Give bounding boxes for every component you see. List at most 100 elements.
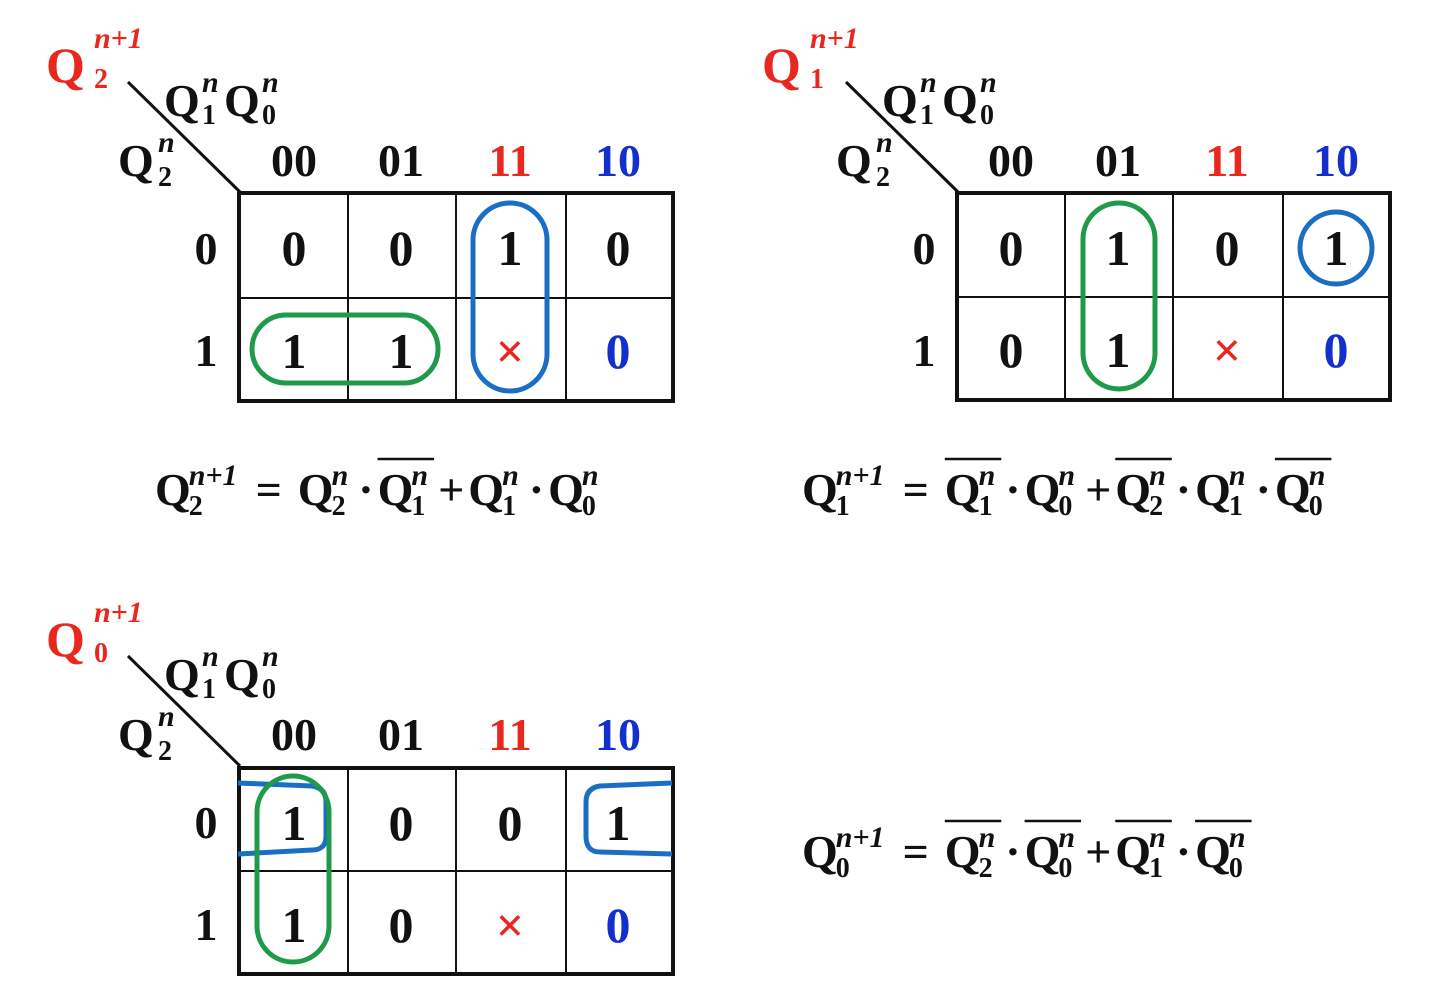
eq-var-base: Q: [548, 464, 584, 515]
row-header-1: 1: [913, 325, 936, 376]
eq-var-sub: 1: [1149, 853, 1163, 884]
cell-r1-c1: 1: [389, 323, 414, 379]
eq-dot: ·: [1176, 464, 1191, 515]
kmap-output-sup: n+1: [94, 22, 143, 55]
eq-plus: +: [1085, 826, 1111, 877]
kmap-q2: Q n+1 2 Q n 1 Q n 0 Q n 2 00 01 11 10 0 …: [46, 22, 675, 403]
eq-plus: +: [438, 464, 464, 515]
eq-var-base: Q: [1115, 464, 1151, 515]
kmap-diagonal: [126, 654, 242, 768]
row-header-1: 1: [195, 325, 218, 376]
eq-plus: +: [1085, 464, 1111, 515]
col-var-b-sub: 0: [980, 100, 994, 131]
cell-r1-c1: 0: [389, 897, 414, 953]
eq-var-base: Q: [802, 464, 838, 515]
cell-r0-c2: 0: [1215, 220, 1240, 276]
eq-var-base: Q: [945, 464, 981, 515]
cell-r1-c0: 0: [999, 322, 1024, 378]
col-var-a-sup: n: [920, 66, 937, 99]
row-header-1: 1: [195, 899, 218, 950]
col-var-a-sub: 1: [202, 100, 216, 131]
col-var-a-sup: n: [202, 66, 219, 99]
cell-r1-c2: ×: [496, 323, 525, 379]
col-header-01: 01: [1095, 135, 1141, 186]
eq-var-sub: 2: [1149, 491, 1163, 522]
col-var-b-sub: 0: [262, 100, 276, 131]
eq-var-base: Q: [1115, 826, 1151, 877]
col-var-b-base: Q: [224, 649, 260, 700]
kmap-output-base: Q: [762, 37, 801, 93]
col-header-00: 00: [988, 135, 1034, 186]
cell-r0-c0: 1: [282, 795, 307, 851]
col-var-b-sup: n: [262, 66, 279, 99]
eq-equals: =: [903, 464, 929, 515]
cell-r0-c3: 1: [1324, 220, 1349, 276]
eq-var-base: Q: [378, 464, 414, 515]
eq-var-sup: n: [502, 459, 519, 492]
cell-r1-c2: ×: [496, 897, 525, 953]
col-var-a-base: Q: [164, 75, 200, 126]
eq-dot: ·: [1005, 826, 1020, 877]
row-var-sup: n: [876, 126, 893, 159]
kmap-q0: Q n+1 0 Q n 1 Q n 0 Q n 2 00 01 11 10 0 …: [46, 596, 675, 976]
eq-var-sub: 0: [836, 853, 850, 884]
eq-var-sup: n: [1058, 821, 1075, 854]
eq-var-sup: n: [1229, 821, 1246, 854]
loop-blue: [1297, 209, 1375, 287]
equation-q0: Qn+10=Qn2·Qn0+Qn1·Qn0: [802, 819, 1252, 884]
col-var-b-sup: n: [980, 66, 997, 99]
kmap-output-sup: n+1: [94, 596, 143, 629]
cell-r1-c1: 1: [1106, 322, 1131, 378]
eq-var-sub: 0: [582, 491, 596, 522]
row-header-0: 0: [913, 223, 936, 274]
cell-r1-c2: ×: [1213, 322, 1242, 378]
eq-var-sub: 2: [979, 853, 993, 884]
row-var-base: Q: [118, 135, 154, 186]
cell-r0-c3: 0: [606, 220, 631, 276]
kmap-q1: Q n+1 1 Q n 1 Q n 0 Q n 2 00 01 11 10 0 …: [762, 22, 1392, 402]
col-header-00: 00: [271, 135, 317, 186]
eq-dot: ·: [1005, 464, 1020, 515]
eq-var-sup: n: [1229, 459, 1246, 492]
kmap-output-base: Q: [46, 37, 85, 93]
eq-dot: ·: [358, 464, 373, 515]
col-header-01: 01: [378, 135, 424, 186]
eq-var-sup: n: [979, 459, 996, 492]
col-header-10: 10: [1313, 135, 1359, 186]
loop-green: [249, 312, 441, 386]
eq-var-sup: n: [1149, 821, 1166, 854]
row-var-sup: n: [158, 126, 175, 159]
loop-green: [254, 773, 332, 965]
row-var-sub: 2: [158, 162, 172, 193]
eq-var-sub: 1: [1229, 491, 1243, 522]
cell-r1-c0: 1: [282, 897, 307, 953]
kmap-output-sup: n+1: [810, 22, 859, 55]
col-header-00: 00: [271, 709, 317, 760]
eq-var-base: Q: [802, 826, 838, 877]
eq-var-sup: n: [332, 459, 349, 492]
col-header-11: 11: [1205, 135, 1248, 186]
cell-r0-c3: 1: [606, 795, 631, 851]
eq-var-sup: n: [411, 459, 428, 492]
col-var-b-sub: 0: [262, 674, 276, 705]
eq-dot: ·: [1256, 464, 1271, 515]
eq-var-sub: 0: [1058, 491, 1072, 522]
col-var-a-sup: n: [202, 640, 219, 673]
eq-var-base: Q: [1025, 464, 1061, 515]
eq-var-sub: 1: [411, 491, 425, 522]
row-var-sub: 2: [876, 162, 890, 193]
col-header-10: 10: [595, 709, 641, 760]
eq-var-base: Q: [1195, 826, 1231, 877]
loop-green: [1080, 200, 1158, 392]
eq-var-sub: 1: [836, 491, 850, 522]
cell-r0-c2: 1: [498, 220, 523, 276]
row-header-0: 0: [195, 797, 218, 848]
eq-var-sup: n+1: [189, 459, 238, 492]
equation-q2: Qn+12=Qn2·Qn1+Qn1·Qn0: [155, 457, 599, 522]
cell-r0-c1: 0: [389, 220, 414, 276]
row-var-sub: 2: [158, 736, 172, 767]
eq-var-sub: 2: [189, 491, 203, 522]
kmap-output-sub: 2: [94, 64, 108, 95]
kmap-output-sub: 1: [810, 64, 824, 95]
